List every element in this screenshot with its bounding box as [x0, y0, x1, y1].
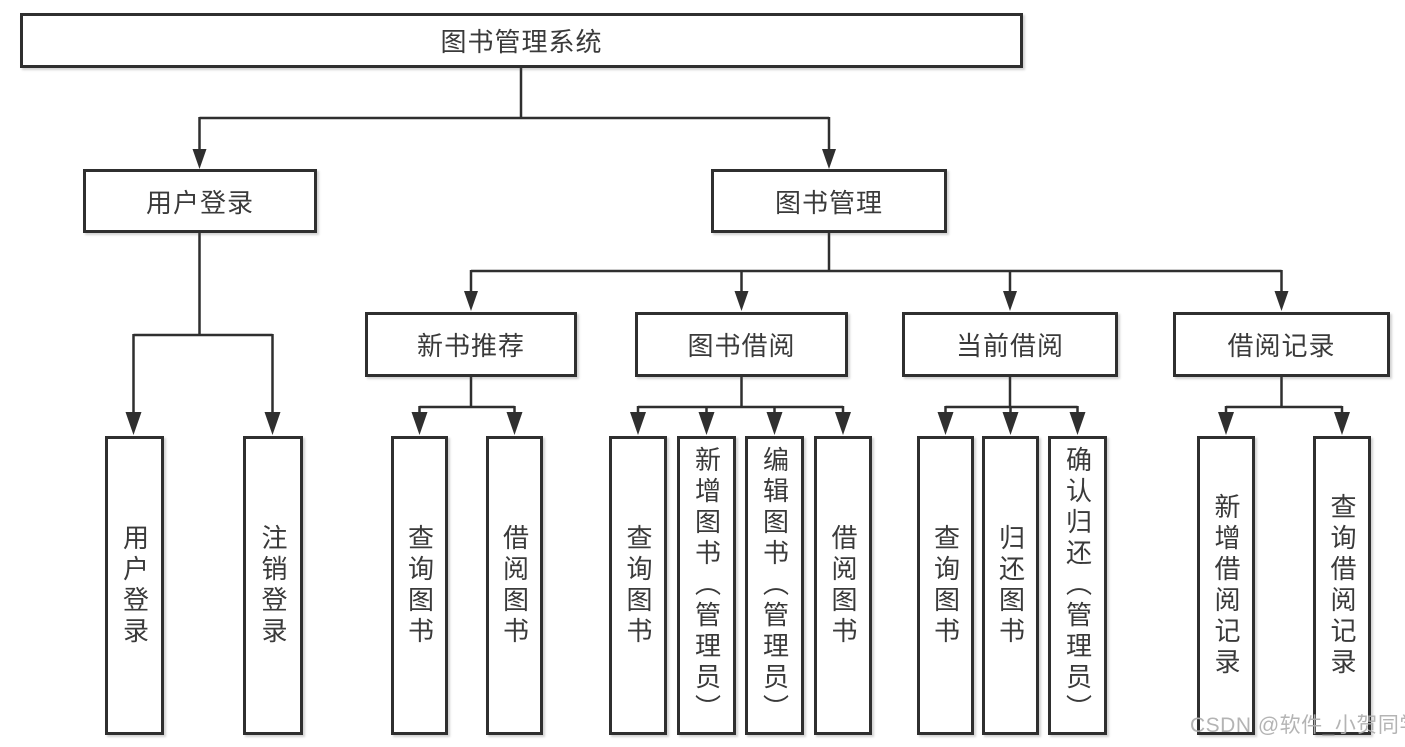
- arrowhead: [411, 412, 428, 435]
- leaf-label: 确认归还（管理员）: [1062, 446, 1093, 725]
- arrowhead: [1003, 291, 1017, 311]
- leaf-label: 新增图书（管理员）: [691, 446, 722, 725]
- arrowhead: [1002, 412, 1019, 435]
- arrowhead: [1334, 412, 1350, 435]
- leaf-borrow-books-2: 借阅图书: [814, 436, 872, 735]
- leaf-add-borrow-record: 新增借阅记录: [1197, 436, 1255, 735]
- leaf-search-books-1: 查询图书: [391, 436, 448, 735]
- leaf-return-books: 归还图书: [982, 436, 1039, 735]
- arrowhead: [264, 412, 281, 435]
- arrowhead: [937, 412, 954, 435]
- leaf-edit-books-admin: 编辑图书（管理员）: [745, 436, 804, 735]
- leaf-label: 查询图书: [404, 523, 435, 648]
- csdn-watermark: CSDN @软件_小贺同学: [1190, 714, 1405, 737]
- arrowhead: [630, 412, 646, 435]
- leaf-label: 归还图书: [995, 523, 1026, 648]
- leaf-label: 查询图书: [623, 523, 653, 648]
- arrowhead: [698, 412, 715, 435]
- leaf-search-borrow-record: 查询借阅记录: [1313, 436, 1371, 735]
- arrowhead: [822, 149, 836, 169]
- leaf-add-books-admin: 新增图书（管理员）: [677, 436, 736, 735]
- node-book-borrow: 图书借阅: [635, 312, 848, 377]
- arrowhead: [125, 412, 142, 435]
- leaf-label: 新增借阅记录: [1211, 492, 1241, 679]
- arrowhead: [192, 149, 207, 169]
- leaf-user-login: 用户登录: [105, 436, 164, 735]
- leaf-label: 查询图书: [930, 523, 961, 648]
- leaf-label: 注销登录: [258, 523, 288, 648]
- node-current-borrow: 当前借阅: [902, 312, 1118, 377]
- leaf-search-books-3: 查询图书: [917, 436, 974, 735]
- node-new-book-recommend: 新书推荐: [365, 312, 577, 377]
- arrowhead: [734, 291, 749, 311]
- node-user-login: 用户登录: [83, 169, 317, 233]
- leaf-logout: 注销登录: [243, 436, 303, 735]
- arrowhead: [1218, 412, 1234, 435]
- arrowhead: [464, 291, 478, 311]
- arrowhead: [1274, 291, 1289, 311]
- arrowhead: [835, 412, 851, 435]
- leaf-label: 编辑图书（管理员）: [759, 446, 790, 725]
- leaf-label: 用户登录: [119, 523, 150, 648]
- leaf-label: 借阅图书: [499, 523, 530, 648]
- leaf-confirm-return-admin: 确认归还（管理员）: [1048, 436, 1107, 735]
- leaf-search-books-2: 查询图书: [609, 436, 667, 735]
- node-borrow-records: 借阅记录: [1173, 312, 1390, 377]
- leaf-label: 借阅图书: [828, 523, 858, 648]
- arrowheads: [125, 149, 1350, 435]
- arrowhead: [766, 412, 783, 435]
- arrowhead: [1069, 412, 1086, 435]
- node-root-system: 图书管理系统: [20, 13, 1023, 68]
- leaf-label: 查询借阅记录: [1327, 492, 1357, 679]
- node-book-management: 图书管理: [711, 169, 947, 233]
- leaf-borrow-books-1: 借阅图书: [486, 436, 543, 735]
- arrowhead: [506, 412, 523, 435]
